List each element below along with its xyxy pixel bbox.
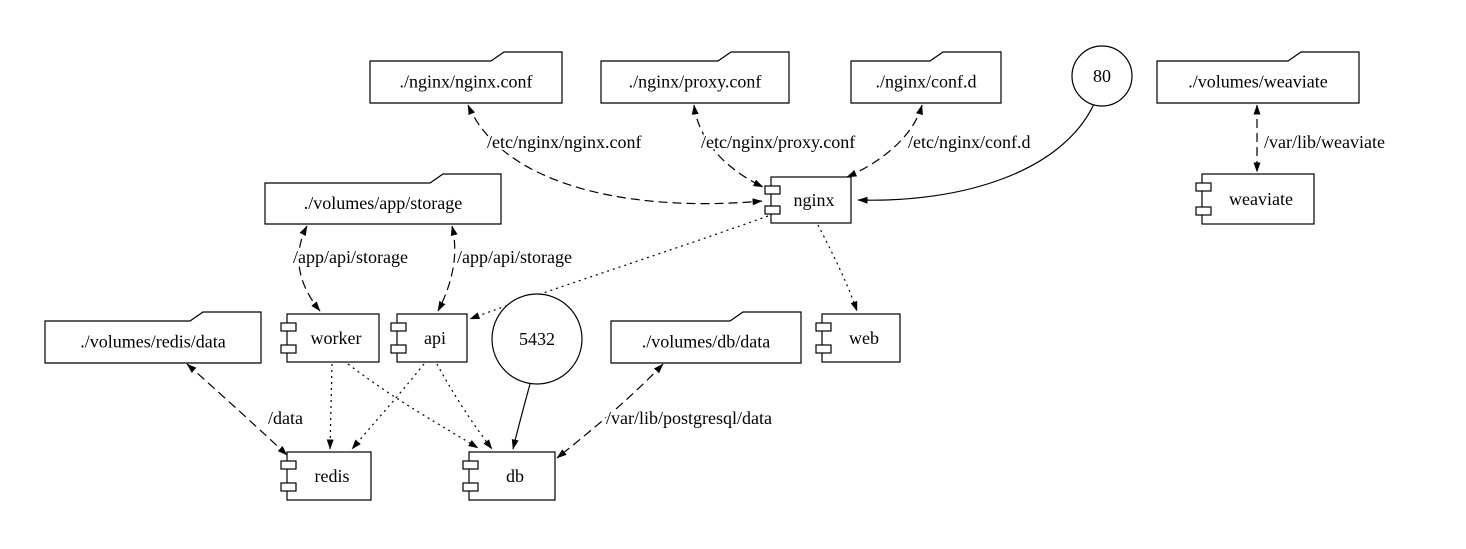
edge-label-proxy-conf-mount: /etc/nginx/proxy.conf	[701, 132, 855, 152]
node-label-redis-service: redis	[315, 466, 350, 486]
node-label-weaviate-service: weaviate	[1229, 189, 1293, 209]
edge-layer: /etc/nginx/nginx.conf/etc/nginx/proxy.co…	[186, 103, 1387, 459]
edge-label-weaviate-mount: /var/lib/weaviate	[1264, 132, 1385, 152]
edge-db-data-mount: /var/lib/postgresql/data	[556, 363, 774, 459]
edge-api-depends-redis	[351, 363, 425, 450]
edge-storage-api-mount: /app/api/storage	[437, 225, 574, 312]
edge-weaviate-mount: /var/lib/weaviate	[1253, 104, 1387, 173]
node-label-api-service: api	[424, 328, 446, 348]
edge-port-5432-binding	[511, 383, 531, 450]
node-app-storage-volume: ./volumes/app/storage	[264, 173, 502, 225]
node-label-app-storage-volume: ./volumes/app/storage	[304, 193, 462, 213]
edge-label-redis-data-mount: /data	[268, 408, 303, 428]
node-label-conf-d-volume: ./nginx/conf.d	[876, 72, 977, 92]
node-db-service: db	[462, 451, 556, 501]
node-label-db-service: db	[506, 466, 524, 486]
node-label-redis-data-volume: ./volumes/redis/data	[80, 332, 225, 352]
edge-nginx-conf-mount: /etc/nginx/nginx.conf	[467, 104, 763, 206]
node-proxy-conf-volume: ./nginx/proxy.conf	[600, 51, 790, 104]
node-label-db-data-volume: ./volumes/db/data	[642, 332, 770, 352]
node-weaviate-volume: ./volumes/weaviate	[1156, 51, 1360, 104]
edge-label-conf-d-mount: /etc/nginx/conf.d	[908, 132, 1030, 152]
node-label-nginx-service: nginx	[793, 190, 834, 210]
edge-redis-data-mount: /data	[186, 363, 305, 456]
node-port-80: 80	[1071, 45, 1133, 107]
node-redis-service: redis	[280, 451, 372, 501]
node-layer: ./nginx/nginx.conf ./nginx/proxy.conf ./ng…	[44, 45, 1360, 501]
node-web-service: web	[815, 313, 901, 363]
node-weaviate-service: weaviate	[1195, 173, 1315, 225]
edge-proxy-conf-mount: /etc/nginx/proxy.conf	[691, 104, 857, 188]
node-port-5432: 5432	[491, 293, 583, 385]
node-label-port-80: 80	[1093, 66, 1111, 86]
node-redis-data-volume: ./volumes/redis/data	[44, 311, 262, 364]
edge-label-db-data-mount: /var/lib/postgresql/data	[606, 408, 772, 428]
edge-api-depends-db	[436, 363, 493, 450]
node-worker-service: worker	[280, 313, 380, 363]
node-db-data-volume: ./volumes/db/data	[610, 311, 802, 364]
node-api-service: api	[390, 313, 468, 363]
edge-conf-d-mount: /etc/nginx/conf.d	[846, 104, 1032, 178]
edge-nginx-depends-web	[817, 224, 858, 312]
node-label-worker-service: worker	[311, 328, 362, 348]
node-label-proxy-conf-volume: ./nginx/proxy.conf	[629, 72, 762, 92]
node-label-port-5432: 5432	[519, 329, 555, 349]
edge-label-storage-worker-mount: /app/api/storage	[293, 247, 408, 267]
node-nginx-service: nginx	[764, 176, 852, 224]
edge-worker-depends-db	[347, 363, 479, 449]
edge-port-80-binding	[857, 103, 1095, 204]
edge-worker-depends-redis	[326, 363, 334, 450]
node-nginx-conf-volume: ./nginx/nginx.conf	[369, 51, 563, 104]
edge-storage-worker-mount: /app/api/storage	[291, 225, 410, 312]
edge-label-nginx-conf-mount: /etc/nginx/nginx.conf	[487, 132, 641, 152]
edge-label-storage-api-mount: /app/api/storage	[457, 247, 572, 267]
node-conf-d-volume: ./nginx/conf.d	[850, 51, 1002, 104]
node-label-nginx-conf-volume: ./nginx/nginx.conf	[400, 72, 533, 92]
node-label-weaviate-volume: ./volumes/weaviate	[1188, 72, 1327, 92]
node-label-web-service: web	[849, 328, 879, 348]
